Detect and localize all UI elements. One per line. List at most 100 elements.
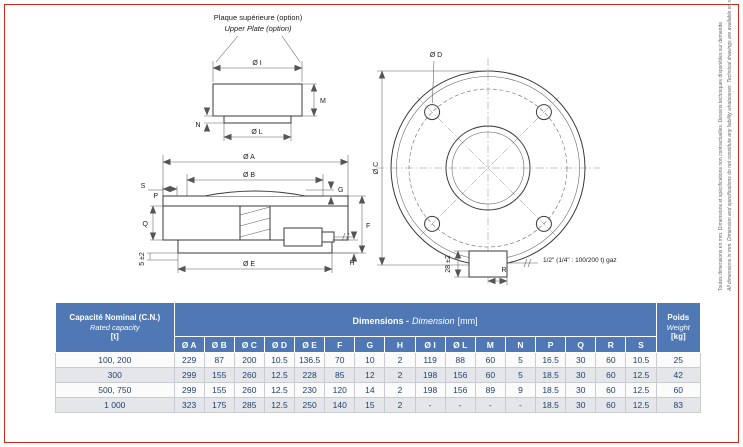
dimension-cell: -	[504, 397, 537, 413]
dim-label-5tol: 5 ±2	[139, 252, 146, 266]
thread-note: 1/2" (1/4" : 100/200 t) gaz	[543, 257, 617, 264]
dimension-cell: 60	[474, 367, 506, 383]
dim-column-header: Ø E	[294, 336, 326, 353]
capacity-cell: 1 000	[55, 397, 175, 413]
dimension-cell: 198	[414, 367, 446, 383]
dimension-cell: 12	[354, 367, 386, 383]
capacity-header-fr: Capacité Nominal (C.N.)	[69, 313, 161, 323]
dimension-cell: 229	[173, 352, 205, 368]
title-leader-lines	[215, 35, 301, 63]
dimension-cell: 10	[354, 352, 386, 368]
dimensions-header-fr: Dimensions -	[352, 315, 410, 326]
dimension-cell: 60	[595, 382, 627, 398]
dim-column-header: Ø A	[173, 336, 205, 353]
dimension-cell: 5	[504, 352, 537, 368]
dimension-cell: 60	[595, 367, 627, 383]
dim-column-header: G	[354, 336, 386, 353]
dimension-cell: 18.5	[535, 382, 567, 398]
dimension-cell: 120	[324, 382, 356, 398]
dimension-cell: 87	[203, 352, 235, 368]
dimension-cell: 30	[565, 397, 597, 413]
load-button-dome	[204, 190, 306, 197]
side-note-fr: Toutes dimensions en mm. Dimensions et s…	[718, 20, 724, 291]
centerlines	[376, 58, 600, 286]
dim-column-header: P	[535, 336, 567, 353]
dimension-cell: 15	[354, 397, 386, 413]
dimension-cell: 155	[203, 382, 235, 398]
dimension-cell: 10.5	[625, 352, 657, 368]
capacity-header-en: Rated capacity	[89, 323, 140, 332]
capacity-cell: 300	[55, 367, 175, 383]
dimension-cell: 2	[384, 382, 416, 398]
dimension-cell: 156	[444, 367, 476, 383]
dim-column-header: R	[595, 336, 627, 353]
dim-label-n: N	[195, 122, 200, 129]
dim-label-de: Ø E	[243, 261, 255, 268]
dimension-cell: 260	[233, 382, 265, 398]
top-view: Ø D Ø C R 28 ±2 1/2" (1/4" : 100/200 t) …	[373, 52, 617, 286]
dimension-cell: 70	[324, 352, 356, 368]
dimension-cell: 89	[474, 382, 506, 398]
dimension-cell: 30	[565, 367, 597, 383]
dim-label-28tol: 28 ±2	[445, 255, 452, 273]
dim-column-header: Ø L	[444, 336, 476, 353]
cable-top	[507, 258, 538, 268]
technical-drawing: Plaque supérieure (option) Upper Plate (…	[139, 13, 617, 286]
dimension-cell: -	[414, 397, 446, 413]
dim-column-header: Ø C	[233, 336, 265, 353]
upper-plate-view: Plaque supérieure (option) Upper Plate (…	[195, 13, 326, 141]
bolt-hole	[535, 215, 552, 232]
weight-header: Poids Weight [kg]	[655, 302, 702, 353]
dimension-cell: 299	[173, 367, 205, 383]
dimensions-header-en: Dimension	[412, 315, 455, 326]
dimension-cell: 230	[294, 382, 326, 398]
dim-column-header: H	[384, 336, 416, 353]
dimension-cell: 9	[504, 382, 537, 398]
dim-label-m: M	[320, 98, 326, 105]
dimension-cell: 12.5	[263, 397, 296, 413]
weight-cell: 42	[655, 367, 702, 383]
dimension-cell: 285	[233, 397, 265, 413]
dimension-cell: 10.5	[263, 352, 296, 368]
bolt-hole	[535, 104, 552, 121]
dimension-cell: 323	[173, 397, 205, 413]
dimension-cell: 155	[203, 367, 235, 383]
upper-plate-title-en: Upper Plate (option)	[224, 24, 292, 33]
dimension-cell: 12.5	[625, 382, 657, 398]
weight-cell: 60	[655, 382, 702, 398]
dim-column-header: Q	[565, 336, 597, 353]
dim-label-r: R	[501, 267, 506, 274]
dimension-cell: 12.5	[263, 382, 296, 398]
dim-column-header: Ø I	[414, 336, 446, 353]
dimensions-header: Dimensions -Dimension[mm]	[173, 302, 657, 337]
dim-label-dc: Ø C	[373, 162, 380, 174]
dim-column-header: S	[625, 336, 657, 353]
dim-column-header: M	[474, 336, 506, 353]
dimension-cell: 228	[294, 367, 326, 383]
upper-plate-lip	[223, 115, 292, 124]
dimension-cell: 16.5	[535, 352, 567, 368]
weight-header-unit: [kg]	[670, 332, 686, 341]
dimension-cell: 2	[384, 397, 416, 413]
side-note-en: All dimensions in mm. Dimension and spec…	[727, 0, 733, 291]
upper-plate-title-fr: Plaque supérieure (option)	[214, 13, 303, 22]
dimension-cell: 30	[565, 382, 597, 398]
bolt-hole	[424, 215, 441, 232]
dimension-cell: 12.5	[625, 367, 657, 383]
dimension-cell: 136.5	[294, 352, 326, 368]
capacity-header: Capacité Nominal (C.N.) Rated capacity […	[55, 302, 175, 353]
dimensions-header-unit: [mm]	[457, 315, 478, 326]
dim-label-da: Ø A	[243, 154, 255, 161]
dim-column-header: F	[324, 336, 356, 353]
connector-top	[468, 250, 508, 278]
dimension-cell: 12.5	[625, 397, 657, 413]
dimension-cell: 175	[203, 397, 235, 413]
dimension-cell: 200	[233, 352, 265, 368]
dimension-cell: 14	[354, 382, 386, 398]
dimension-cell: 198	[414, 382, 446, 398]
dimension-cell: 260	[233, 367, 265, 383]
capacity-cell: 500, 750	[55, 382, 175, 398]
